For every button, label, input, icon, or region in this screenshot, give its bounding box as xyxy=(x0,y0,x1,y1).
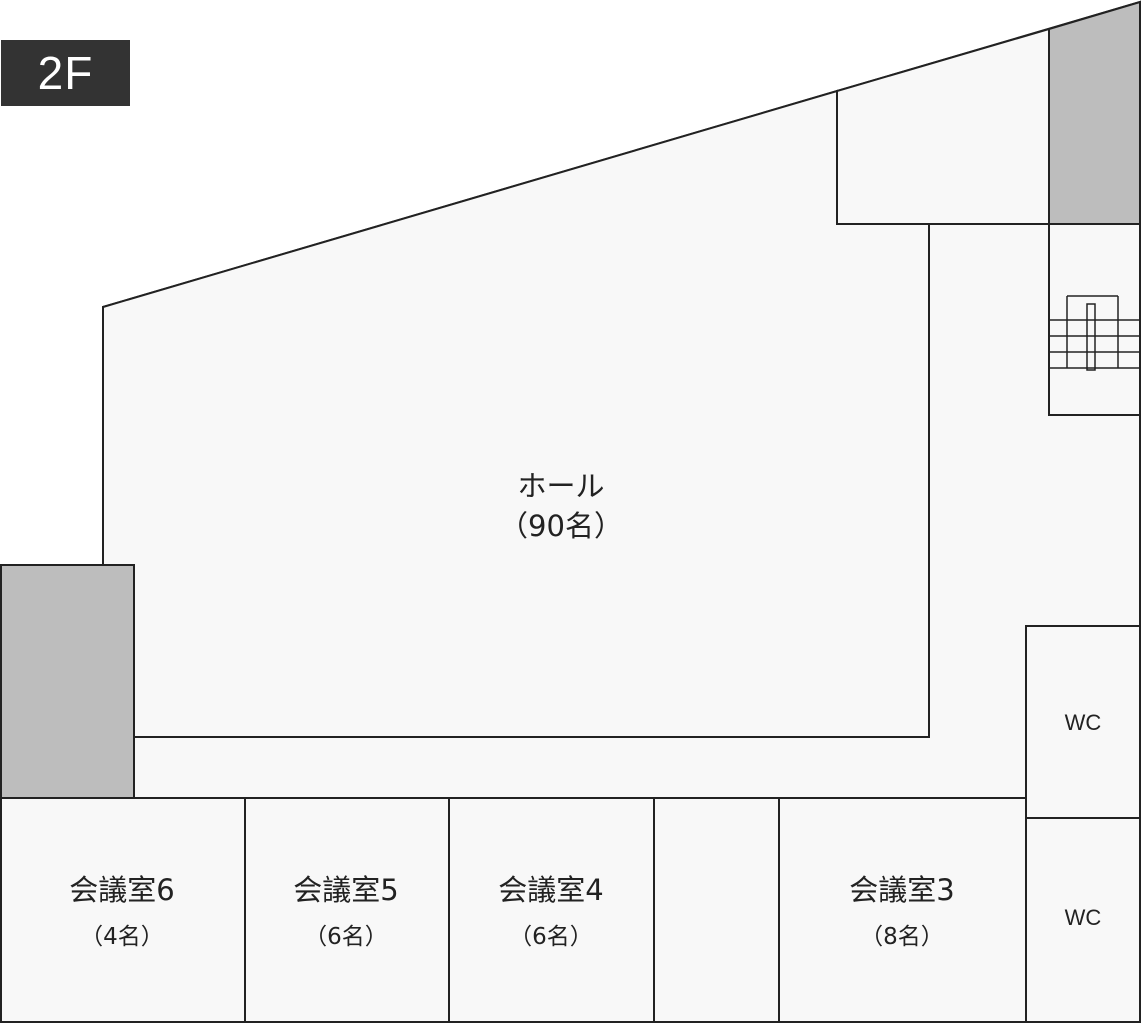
unlabeled-room[interactable] xyxy=(653,797,780,1023)
room-capacity: （6名） xyxy=(509,924,593,950)
hall[interactable] xyxy=(102,89,930,738)
room-label: 会議室6 xyxy=(69,873,174,907)
meeting-room-6[interactable] xyxy=(0,797,246,1023)
room-label: 会議室4 xyxy=(498,873,603,907)
wc-label: WC xyxy=(1065,905,1102,930)
staircase xyxy=(1048,223,1141,416)
wc-upper[interactable] xyxy=(1025,625,1141,819)
wc-label: WC xyxy=(1065,710,1102,735)
hall-capacity: （90名） xyxy=(499,509,623,543)
room-label: 会議室5 xyxy=(293,873,398,907)
floor-label: 2F xyxy=(1,40,130,106)
shaded-area-top-right xyxy=(1048,0,1141,225)
upper-room[interactable] xyxy=(836,27,1050,225)
room-label: 会議室3 xyxy=(849,873,954,907)
room-capacity: （8名） xyxy=(860,924,944,950)
room-capacity: （6名） xyxy=(304,924,388,950)
meeting-room-4[interactable] xyxy=(448,797,655,1023)
meeting-room-5[interactable] xyxy=(244,797,450,1023)
room-capacity: （4名） xyxy=(80,924,164,950)
meeting-room-3[interactable] xyxy=(778,797,1027,1023)
shaded-area-left xyxy=(0,564,135,799)
hall-label: ホール xyxy=(517,469,604,503)
